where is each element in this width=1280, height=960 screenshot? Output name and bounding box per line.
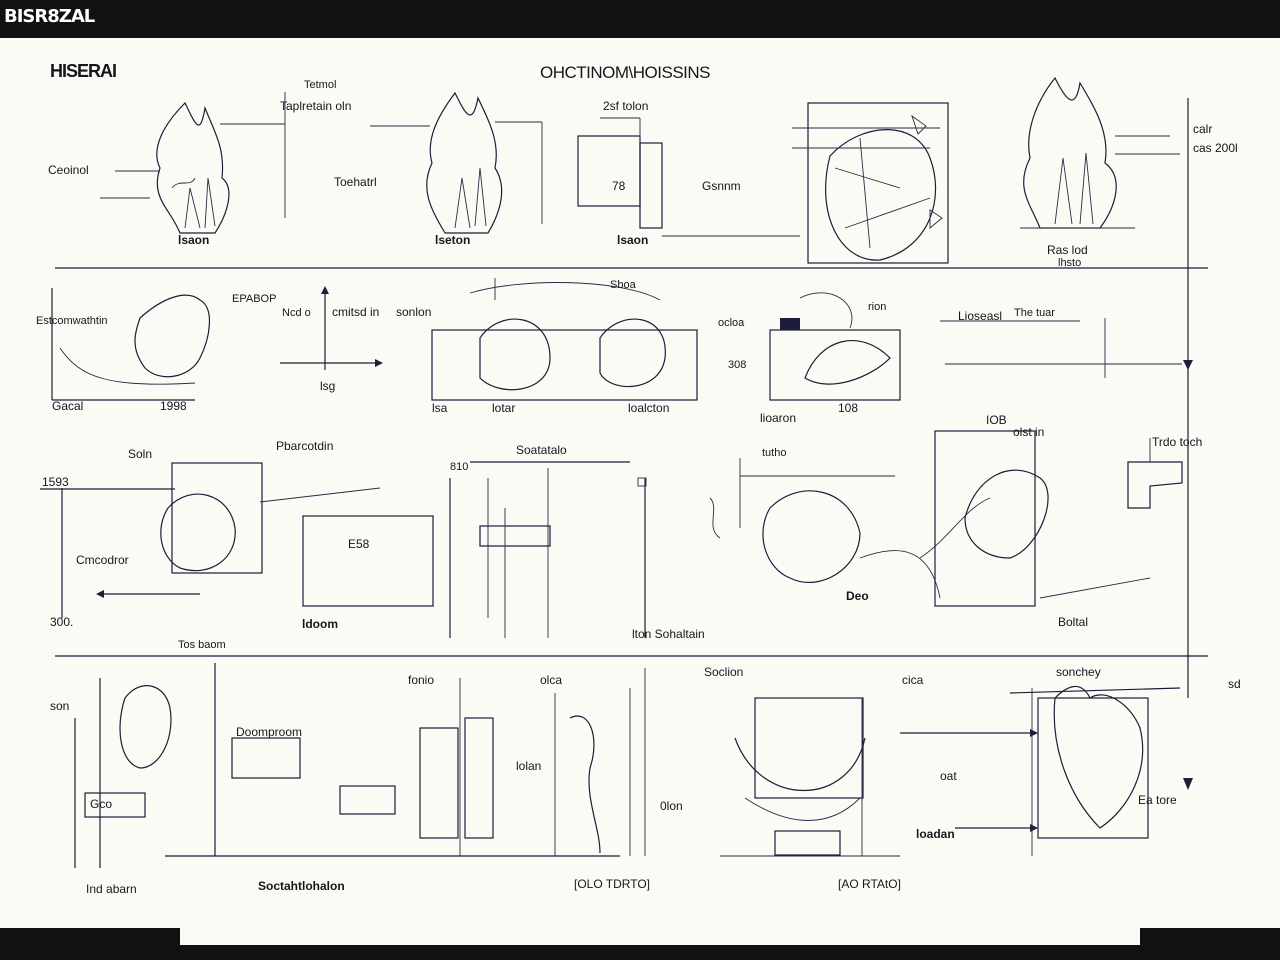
- figure-round-specimen: [40, 462, 434, 618]
- figure-crystal-2: [370, 91, 543, 234]
- label: cas 200l: [1193, 141, 1238, 155]
- label: Toehatrl: [334, 175, 377, 189]
- label: Cmcodror: [76, 553, 129, 567]
- bottom-bar-tab-right: [1140, 928, 1280, 945]
- label: Gco: [90, 797, 113, 811]
- figure-crystal-1: [100, 92, 286, 234]
- label: son: [50, 699, 70, 713]
- label: sonchey: [1056, 665, 1101, 679]
- label: Taplretain oln: [280, 99, 352, 113]
- title-bar: BISR8ZAL: [0, 0, 1280, 38]
- label: 0lon: [660, 799, 683, 813]
- figure-bowl: [720, 697, 900, 857]
- arrowhead: [1183, 778, 1193, 790]
- label: Ncd o: [282, 307, 311, 319]
- label: Soclion: [704, 665, 744, 679]
- label: Pbarcotdin: [276, 439, 334, 453]
- label: Soctahtlohalon: [258, 879, 345, 893]
- label: Tos baom: [178, 639, 226, 651]
- figure-specimen-box: [769, 292, 1182, 401]
- figure-block-diagram: [577, 102, 949, 264]
- label: ldoom: [302, 617, 338, 631]
- figure-perched-creature: [919, 430, 1183, 607]
- label: 1593: [42, 475, 69, 489]
- label: lsa: [432, 401, 448, 415]
- label: Deo: [846, 589, 869, 603]
- label: calr: [1193, 122, 1213, 136]
- label: ocloa: [718, 317, 745, 329]
- label: Ind abarn: [86, 882, 137, 896]
- label: Boltal: [1058, 615, 1089, 629]
- label: Sboa: [610, 279, 636, 291]
- figure-round-seed: [709, 458, 941, 599]
- label: Lioseasl: [958, 309, 1003, 323]
- label: IOB: [986, 413, 1007, 427]
- label: cmitsd in: [332, 305, 380, 319]
- label: olst in: [1013, 425, 1045, 439]
- figure-twin-bulbs: [431, 278, 698, 401]
- label: 78: [612, 179, 626, 193]
- label: loadan: [916, 827, 955, 841]
- label: 1998: [160, 399, 187, 413]
- label: lton Sohaltain: [632, 627, 705, 641]
- label: Soatatalo: [516, 443, 567, 457]
- label: Gsnnm: [702, 179, 741, 193]
- label: 300.: [50, 615, 74, 629]
- label: 2sf tolon: [603, 99, 649, 113]
- sheet-corner-title: HISERAI: [50, 61, 117, 81]
- sheet-line-art: [40, 76, 1208, 868]
- label: sonlon: [396, 305, 432, 319]
- figure-cart: [74, 663, 620, 868]
- label: loalcton: [628, 401, 670, 415]
- label: tutho: [762, 447, 787, 459]
- label: Doomproom: [236, 725, 303, 739]
- label: rion: [868, 301, 887, 313]
- label: lotar: [492, 401, 516, 415]
- label: E58: [348, 537, 370, 551]
- label: EPABOP: [232, 293, 277, 305]
- arrowhead: [1183, 360, 1193, 370]
- label: fonio: [408, 673, 435, 687]
- bottom-bar: [0, 928, 1280, 960]
- label: [OLO TDRTO]: [574, 877, 651, 891]
- label: oat: [940, 769, 957, 783]
- label: sd: [1228, 677, 1241, 691]
- label: Estcomwathtin: [36, 315, 108, 327]
- label: Soln: [128, 447, 153, 461]
- sheet-main-title: OHCTINOM\HOISSINS: [540, 63, 711, 82]
- label: 108: [838, 401, 859, 415]
- label: The tuar: [1014, 307, 1055, 319]
- label: lolan: [516, 759, 542, 773]
- figure-bird: [900, 685, 1181, 856]
- label: lhsto: [1058, 257, 1082, 269]
- label: Ceoinol: [48, 163, 89, 177]
- label: Trdo toch: [1152, 435, 1203, 449]
- figure-vertical-rods: [449, 461, 647, 638]
- window-title: BISR8ZAL: [4, 6, 95, 27]
- label: Ras lod: [1047, 243, 1088, 257]
- label: Gacal: [52, 399, 84, 413]
- label: lseton: [435, 233, 471, 247]
- bottom-bar-tab-left: [0, 928, 180, 945]
- label: cica: [902, 673, 924, 687]
- label: 810: [450, 461, 469, 473]
- label: lsg: [320, 379, 336, 393]
- drawing-sheet: HISERAI OHCTINOM\HOISSINS Tetmol Taplret…: [0, 38, 1280, 945]
- label: Ea tore: [1138, 793, 1177, 807]
- figure-crystal-3: [1020, 76, 1180, 229]
- figure-growth-chart: [51, 286, 383, 401]
- label: Tetmol: [304, 79, 337, 91]
- label: lsaon: [617, 233, 649, 247]
- label: lsaon: [178, 233, 210, 247]
- label: olca: [540, 673, 563, 687]
- label: lioaron: [760, 411, 797, 425]
- label: 308: [728, 359, 747, 371]
- figure-panels: [419, 668, 646, 856]
- label: [AO RTAtO]: [838, 877, 901, 891]
